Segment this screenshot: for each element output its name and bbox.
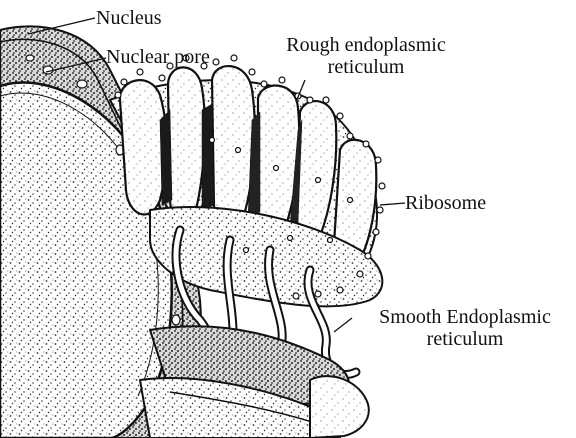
label-rough-er-line-2: reticulum [256, 56, 476, 78]
label-smooth-er-line-1: Smooth Endoplasmic [350, 306, 576, 328]
label-nuclear-pore: Nuclear pore [106, 46, 210, 68]
label-rough-er-line-1: Rough endoplasmic [256, 34, 476, 56]
label-rough-endoplasmic-reticulum: Rough endoplasmic reticulum [256, 34, 476, 78]
label-smooth-er-line-2: reticulum [350, 328, 576, 350]
label-nucleus: Nucleus [96, 7, 162, 29]
label-ribosome: Ribosome [405, 192, 486, 214]
label-smooth-endoplasmic-reticulum: Smooth Endoplasmic reticulum [350, 306, 576, 350]
